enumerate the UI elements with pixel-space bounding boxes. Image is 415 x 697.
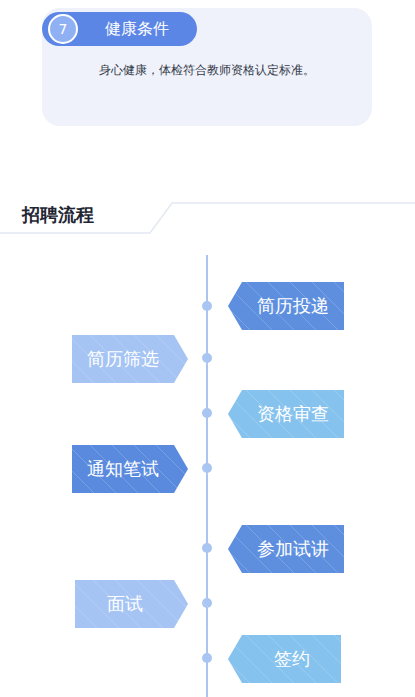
- step-tag: 签约: [228, 635, 341, 683]
- step-tag: 简历投递: [228, 282, 344, 330]
- tag-texture: [228, 525, 382, 573]
- badge-number: 7: [59, 21, 68, 38]
- step-label: 简历筛选: [87, 348, 159, 370]
- tag-texture: [75, 580, 229, 628]
- info-card: 身心健康，体检符合教师资格认定标准。 7 健康条件: [42, 8, 372, 126]
- section-header-tab: [0, 203, 415, 233]
- step-tag: 参加试讲: [228, 525, 344, 573]
- tag-fill: [72, 335, 188, 383]
- card-body-text: 身心健康，体检符合教师资格认定标准。: [42, 62, 372, 79]
- tag-fill: [228, 525, 344, 573]
- tag-texture: [228, 390, 382, 438]
- step-tag: 简历筛选: [72, 335, 188, 383]
- tag-fill: [228, 635, 341, 683]
- step-label: 通知笔试: [87, 458, 159, 480]
- step-label: 签约: [274, 648, 310, 670]
- tag-texture: [228, 635, 382, 683]
- tag-texture: [72, 445, 226, 493]
- tag-texture: [72, 335, 226, 383]
- step-label: 资格审查: [257, 403, 329, 425]
- number-badge: 7: [48, 14, 78, 44]
- step-label: 简历投递: [257, 295, 329, 317]
- tag-fill: [228, 282, 344, 330]
- section-title: 招聘流程: [22, 203, 94, 227]
- step-label: 参加试讲: [257, 538, 329, 560]
- step-tag: 面试: [75, 580, 188, 628]
- timeline-dots: [202, 301, 212, 663]
- step-label: 面试: [107, 593, 143, 615]
- tag-fill: [75, 580, 188, 628]
- step-tag: 资格审查: [228, 390, 344, 438]
- tag-fill: [228, 390, 344, 438]
- step-label: 健康条件: [105, 19, 169, 38]
- step-tag: 通知笔试: [72, 445, 188, 493]
- tag-texture: [228, 282, 382, 330]
- tag-fill: [72, 445, 188, 493]
- timeline-spine: [206, 255, 208, 697]
